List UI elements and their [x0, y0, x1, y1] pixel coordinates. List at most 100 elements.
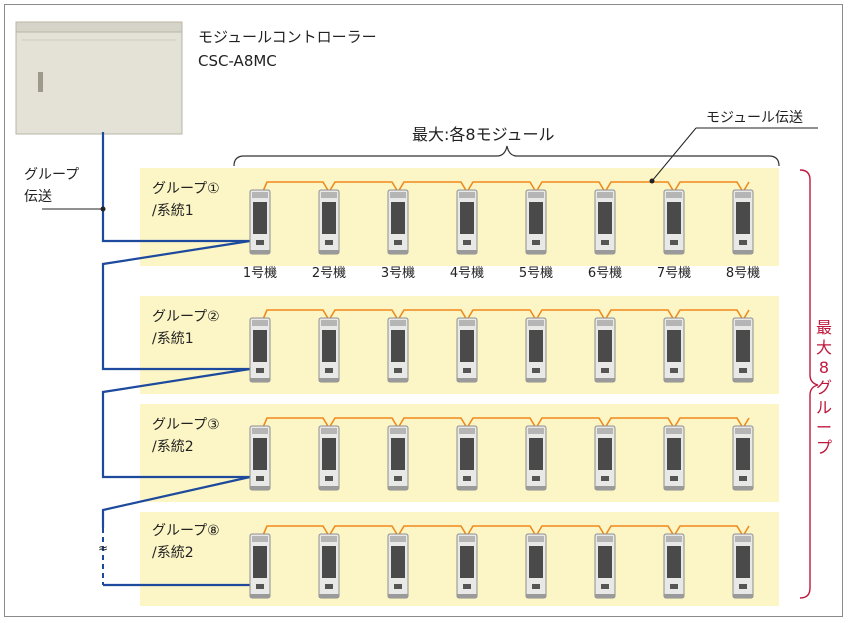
- unit-panel: [739, 368, 747, 373]
- unit-label-7: 7号機: [656, 266, 692, 281]
- outdoor-unit-g8-8: [732, 533, 754, 599]
- unit-grille: [460, 546, 474, 578]
- unit-base: [250, 250, 270, 254]
- outdoor-unit-g2-4: [456, 317, 478, 383]
- controller-name: モジュールコントローラー: [198, 28, 377, 46]
- unit-base: [250, 378, 270, 382]
- unit-base: [595, 486, 615, 490]
- unit-top-vent: [666, 428, 682, 434]
- unit-panel: [601, 476, 609, 481]
- outdoor-unit-g3-2: [318, 425, 340, 491]
- outdoor-unit-g2-5: [525, 317, 547, 383]
- outdoor-unit-g2-2: [318, 317, 340, 383]
- unit-top-vent: [390, 320, 406, 326]
- unit-panel: [463, 476, 471, 481]
- outdoor-unit-g1-7: [663, 189, 685, 255]
- unit-grille: [667, 330, 681, 362]
- unit-grille: [322, 330, 336, 362]
- unit-base: [457, 594, 477, 598]
- unit-base: [250, 486, 270, 490]
- unit-grille: [529, 546, 543, 578]
- unit-grille: [529, 438, 543, 470]
- unit-panel: [394, 368, 402, 373]
- outdoor-unit-g1-1: [249, 189, 271, 255]
- unit-base: [457, 486, 477, 490]
- outdoor-unit-g8-7: [663, 533, 685, 599]
- break-mark: ≈: [98, 541, 108, 555]
- unit-top-vent: [735, 320, 751, 326]
- max-modules-label: 最大:各8モジュール: [412, 125, 555, 144]
- unit-top-vent: [735, 536, 751, 542]
- unit-label-3: 3号機: [380, 266, 416, 281]
- unit-top-vent: [390, 428, 406, 434]
- unit-top-vent: [390, 536, 406, 542]
- unit-panel: [601, 240, 609, 245]
- outdoor-unit-g2-3: [387, 317, 409, 383]
- unit-base: [526, 250, 546, 254]
- outdoor-unit-g1-4: [456, 189, 478, 255]
- outdoor-unit-g2-6: [594, 317, 616, 383]
- unit-top-vent: [459, 428, 475, 434]
- unit-panel: [601, 584, 609, 589]
- unit-top-vent: [321, 192, 337, 198]
- unit-grille: [322, 438, 336, 470]
- cabinet-body: [15, 29, 183, 135]
- outdoor-unit-g8-2: [318, 533, 340, 599]
- unit-panel: [325, 584, 333, 589]
- unit-label-6: 6号機: [587, 266, 623, 281]
- groups-brace: [799, 169, 819, 599]
- outdoor-unit-g2-1: [249, 317, 271, 383]
- unit-top-vent: [597, 428, 613, 434]
- module-line-group-3: [260, 417, 750, 433]
- unit-grille: [460, 202, 474, 234]
- unit-base: [664, 486, 684, 490]
- group-system-3: /系統2: [152, 439, 194, 455]
- unit-base: [319, 250, 339, 254]
- unit-base: [733, 250, 753, 254]
- outdoor-unit-g3-8: [732, 425, 754, 491]
- unit-top-vent: [252, 428, 268, 434]
- unit-top-vent: [528, 320, 544, 326]
- unit-base: [319, 486, 339, 490]
- unit-base: [526, 594, 546, 598]
- module-line-group-1: [260, 181, 750, 197]
- outdoor-unit-g2-7: [663, 317, 685, 383]
- unit-panel: [739, 584, 747, 589]
- unit-grille: [598, 546, 612, 578]
- unit-panel: [394, 240, 402, 245]
- unit-base: [595, 594, 615, 598]
- outdoor-unit-g3-5: [525, 425, 547, 491]
- module-line-junction-dot: [649, 178, 655, 184]
- unit-top-vent: [735, 192, 751, 198]
- unit-panel: [532, 476, 540, 481]
- unit-grille: [736, 202, 750, 234]
- group-name-8: グループ⑧: [152, 523, 220, 539]
- group-transmission-label-line2: 伝送: [24, 189, 52, 205]
- unit-panel: [532, 584, 540, 589]
- unit-grille: [253, 438, 267, 470]
- unit-base: [457, 250, 477, 254]
- unit-label-2: 2号機: [311, 266, 347, 281]
- outdoor-unit-g8-5: [525, 533, 547, 599]
- unit-panel: [463, 240, 471, 245]
- unit-panel: [739, 476, 747, 481]
- outdoor-unit-g3-6: [594, 425, 616, 491]
- unit-panel: [256, 476, 264, 481]
- unit-panel: [394, 584, 402, 589]
- unit-grille: [736, 546, 750, 578]
- module-label-leader: [651, 127, 697, 182]
- unit-panel: [463, 584, 471, 589]
- outdoor-unit-g3-3: [387, 425, 409, 491]
- unit-grille: [460, 330, 474, 362]
- unit-base: [733, 378, 753, 382]
- unit-top-vent: [252, 320, 268, 326]
- unit-top-vent: [528, 536, 544, 542]
- unit-top-vent: [321, 320, 337, 326]
- unit-top-vent: [321, 428, 337, 434]
- unit-base: [388, 594, 408, 598]
- unit-grille: [598, 438, 612, 470]
- unit-top-vent: [390, 192, 406, 198]
- group-name-1: グループ①: [152, 181, 220, 197]
- group-line-segment-2: [101, 239, 251, 371]
